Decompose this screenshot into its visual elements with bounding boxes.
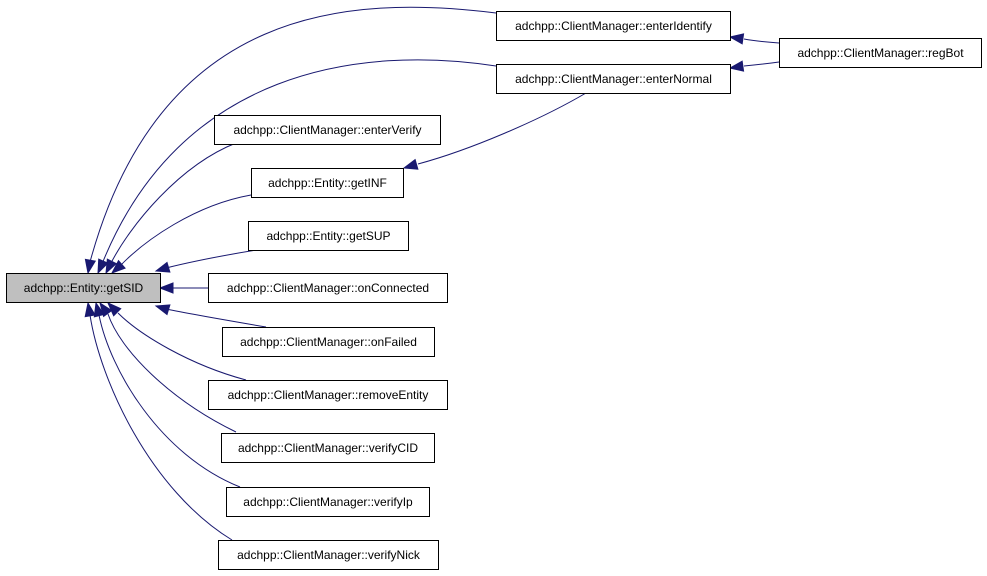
edge-line xyxy=(89,314,233,541)
edge-line xyxy=(101,59,497,265)
node-enterNormal[interactable]: adchpp::ClientManager::enterNormal xyxy=(496,64,731,94)
edge-onConnected-to-getSID xyxy=(158,282,208,294)
node-box xyxy=(248,221,409,251)
edge-arrowhead xyxy=(154,261,171,273)
node-enterVerify[interactable]: adchpp::ClientManager::enterVerify xyxy=(214,115,441,145)
edge-arrowhead xyxy=(84,258,97,275)
node-label: adchpp::Entity::getINF xyxy=(268,176,387,190)
node-onFailed[interactable]: adchpp::ClientManager::onFailed xyxy=(222,327,435,357)
node-verifyNick[interactable]: adchpp::ClientManager::verifyNick xyxy=(218,540,439,570)
node-getINF[interactable]: adchpp::Entity::getINF xyxy=(251,168,404,198)
node-onConnected[interactable]: adchpp::ClientManager::onConnected xyxy=(208,273,448,303)
edge-arrowhead xyxy=(728,33,745,45)
edge-line xyxy=(109,142,237,266)
edge-verifyCID-to-getSID xyxy=(99,301,237,433)
edge-verifyIp-to-getSID xyxy=(93,301,241,488)
node-getSUP[interactable]: adchpp::Entity::getSUP xyxy=(248,221,409,251)
node-label: adchpp::ClientManager::regBot xyxy=(797,46,964,60)
edge-arrowhead xyxy=(93,301,105,318)
node-label: adchpp::Entity::getSUP xyxy=(266,229,390,243)
nodes-layer: adchpp::Entity::getSIDadchpp::ClientMana… xyxy=(6,11,982,570)
node-box xyxy=(6,273,161,303)
edge-regBot-to-enterNormal xyxy=(728,60,780,72)
edges-layer xyxy=(84,6,780,541)
edge-getSUP-to-getSID xyxy=(154,248,264,273)
node-box xyxy=(218,540,439,570)
node-removeEntity[interactable]: adchpp::ClientManager::removeEntity xyxy=(208,380,448,410)
edge-line xyxy=(119,194,252,267)
edge-line xyxy=(98,314,241,488)
edge-arrowhead xyxy=(728,60,745,72)
edge-verifyNick-to-getSID xyxy=(84,301,233,541)
node-label: adchpp::ClientManager::enterIdentify xyxy=(515,19,712,33)
node-label: adchpp::Entity::getSID xyxy=(24,281,144,295)
node-label: adchpp::ClientManager::verifyCID xyxy=(238,441,418,455)
node-label: adchpp::ClientManager::verifyIp xyxy=(243,495,413,509)
node-regBot[interactable]: adchpp::ClientManager::regBot xyxy=(779,38,982,68)
node-verifyIp[interactable]: adchpp::ClientManager::verifyIp xyxy=(226,487,430,517)
node-enterIdentify[interactable]: adchpp::ClientManager::enterIdentify xyxy=(496,11,731,41)
node-box xyxy=(496,64,731,94)
edge-line xyxy=(165,308,267,328)
node-label: adchpp::ClientManager::verifyNick xyxy=(237,548,421,562)
edge-enterNormal-to-getSID xyxy=(97,59,497,275)
node-label: adchpp::ClientManager::removeEntity xyxy=(228,388,429,402)
edge-line xyxy=(165,248,264,269)
edge-arrowhead xyxy=(158,282,174,294)
edge-enterVerify-to-getSID xyxy=(105,142,237,275)
node-box xyxy=(251,168,404,198)
node-box xyxy=(496,11,731,41)
node-label: adchpp::ClientManager::enterVerify xyxy=(233,123,421,137)
edge-arrowhead xyxy=(110,259,126,274)
node-verifyCID[interactable]: adchpp::ClientManager::verifyCID xyxy=(221,433,435,463)
edge-arrowhead xyxy=(107,302,122,317)
edge-onFailed-to-getSID xyxy=(154,304,267,328)
edge-arrowhead xyxy=(402,158,419,170)
node-box xyxy=(226,487,430,517)
node-box xyxy=(222,327,435,357)
node-label: adchpp::ClientManager::onConnected xyxy=(227,281,429,295)
node-box xyxy=(779,38,982,68)
edge-line xyxy=(107,313,237,433)
edge-line xyxy=(743,61,780,67)
edge-line xyxy=(117,312,247,381)
edge-enterNormal-to-getINF xyxy=(402,92,587,170)
edge-line xyxy=(743,38,780,44)
edge-line xyxy=(417,92,587,165)
edge-arrowhead xyxy=(105,258,118,275)
node-box xyxy=(208,380,448,410)
edge-enterIdentify-to-getSID xyxy=(84,6,497,275)
edge-regBot-to-enterIdentify xyxy=(728,33,780,45)
edge-arrowhead xyxy=(84,301,96,318)
node-box xyxy=(214,115,441,145)
edge-removeEntity-to-getSID xyxy=(107,302,247,381)
edge-line xyxy=(89,6,497,263)
node-label: adchpp::ClientManager::enterNormal xyxy=(515,72,712,86)
edge-arrowhead xyxy=(154,304,171,316)
node-getSID[interactable]: adchpp::Entity::getSID xyxy=(6,273,161,303)
node-box xyxy=(208,273,448,303)
node-box xyxy=(221,433,435,463)
edge-arrowhead xyxy=(97,258,109,275)
edge-getINF-to-getSID xyxy=(110,194,252,274)
node-label: adchpp::ClientManager::onFailed xyxy=(240,335,417,349)
